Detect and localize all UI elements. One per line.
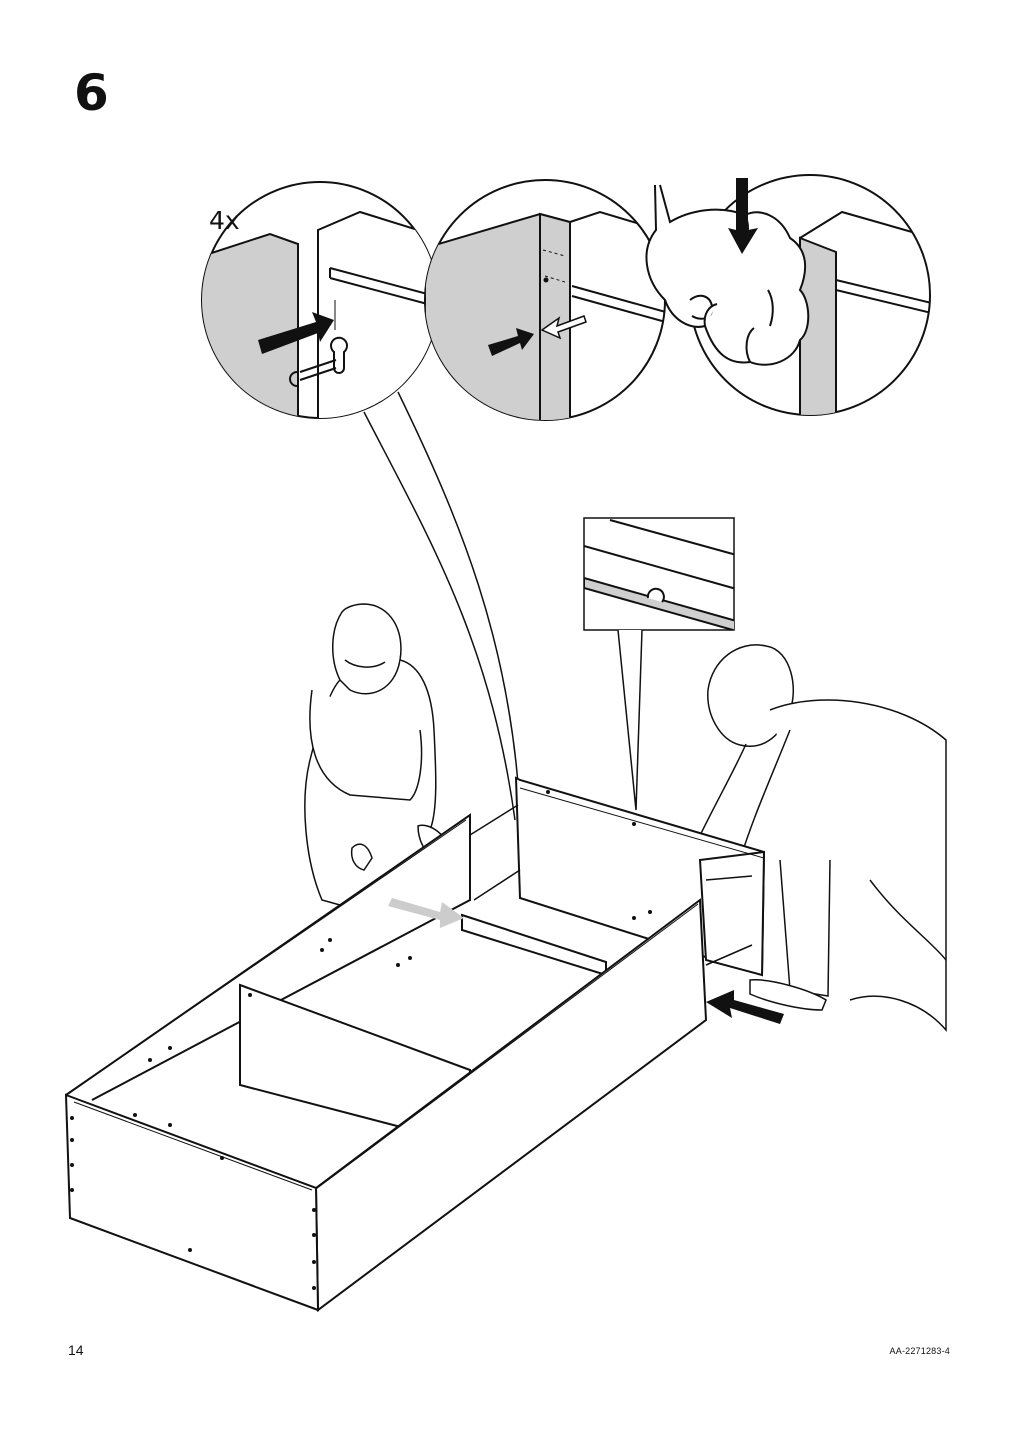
detail-circle-align-panel	[424, 179, 666, 421]
hollow-arrow-icon	[540, 315, 587, 340]
person-left	[304, 603, 451, 906]
step-number: 6	[74, 64, 109, 122]
light-arrow-icon	[388, 898, 464, 928]
push-arrow-icon	[706, 990, 784, 1024]
push-arrow-icon	[258, 312, 334, 354]
document-code: AA-2271283-4	[889, 1346, 950, 1356]
detail-circle-insert-dowel: 4x	[201, 181, 439, 419]
quantity-label: 4x	[209, 206, 240, 235]
callout-pointer	[363, 391, 521, 821]
page-number: 14	[68, 1342, 84, 1358]
zoom-detail-box	[583, 517, 735, 811]
press-down-arrow-icon	[728, 178, 758, 254]
detail-circle-press-down	[645, 174, 931, 416]
bed-frame	[64, 776, 766, 1312]
push-arrow-icon	[488, 328, 534, 356]
hand-press-icon	[645, 184, 810, 366]
person-right	[649, 644, 947, 1033]
